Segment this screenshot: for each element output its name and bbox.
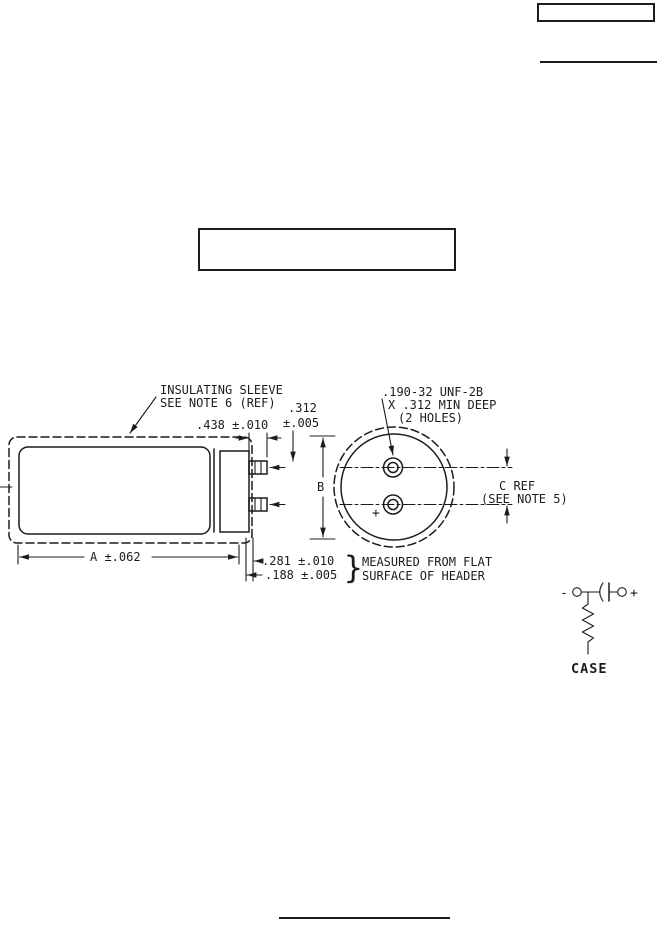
measured-note-line1: MEASURED FROM FLAT	[362, 555, 492, 569]
terminal-stud-top	[248, 460, 268, 475]
sleeve-outline-circle	[333, 426, 455, 548]
document-number-box	[537, 3, 655, 22]
insulating-sleeve-outline	[8, 436, 253, 544]
capacitor-body	[18, 446, 211, 535]
dim-stud-length-label: .438 ±.010	[196, 418, 268, 432]
terminal-stud-bottom	[248, 497, 268, 512]
dim-terminal-short-label: .188 ±.005	[265, 568, 337, 582]
measured-note-line2: SURFACE OF HEADER	[362, 569, 486, 583]
dim-offset-value-label: .312	[288, 401, 317, 415]
polarity-plus-mark: +	[372, 506, 380, 521]
thread-callout-line3: (2 HOLES)	[398, 411, 463, 425]
dim-terminal-long-label: .281 ±.010	[262, 554, 334, 568]
sleeve-note-line1: INSULATING SLEEVE	[160, 383, 283, 397]
thread-callout-leader	[381, 398, 394, 456]
resistor-symbol	[581, 603, 595, 643]
capacitor-curved-plate	[599, 582, 604, 602]
schematic-minus-label: -	[560, 586, 568, 601]
measured-note-brace: }	[344, 550, 363, 586]
dimension-annotations: INSULATING SLEEVE SEE NOTE 6 (REF) .438 …	[17, 383, 568, 586]
figure-title-box	[198, 228, 456, 271]
capacitor-end-view: +	[333, 426, 513, 548]
thread-callout-line1: .190-32 UNF-2B	[382, 385, 483, 399]
polarity-schematic: - + CASE	[560, 582, 638, 677]
thread-callout-line2: X .312 MIN DEEP	[388, 398, 496, 412]
header-rule	[540, 61, 657, 63]
dim-length-label: A ±.062	[90, 550, 141, 564]
sleeve-note-line2: SEE NOTE 6 (REF)	[160, 396, 276, 410]
dim-spacing-label-line2: (SEE NOTE 5)	[481, 492, 568, 506]
dim-spacing-label-line1: C REF	[499, 479, 535, 493]
schematic-negative-terminal	[572, 587, 582, 597]
schematic-plus-label: +	[630, 586, 638, 601]
case-circle	[340, 433, 448, 541]
capacitor-side-view	[0, 436, 268, 544]
sleeve-note-leader	[129, 396, 157, 434]
case-label: CASE	[571, 661, 608, 677]
dim-offset-tol-label: ±.005	[283, 416, 319, 430]
footer-rule	[279, 917, 450, 919]
dim-diameter-label: B	[317, 480, 324, 494]
capacitor-header	[219, 450, 250, 533]
schematic-positive-terminal	[617, 587, 627, 597]
